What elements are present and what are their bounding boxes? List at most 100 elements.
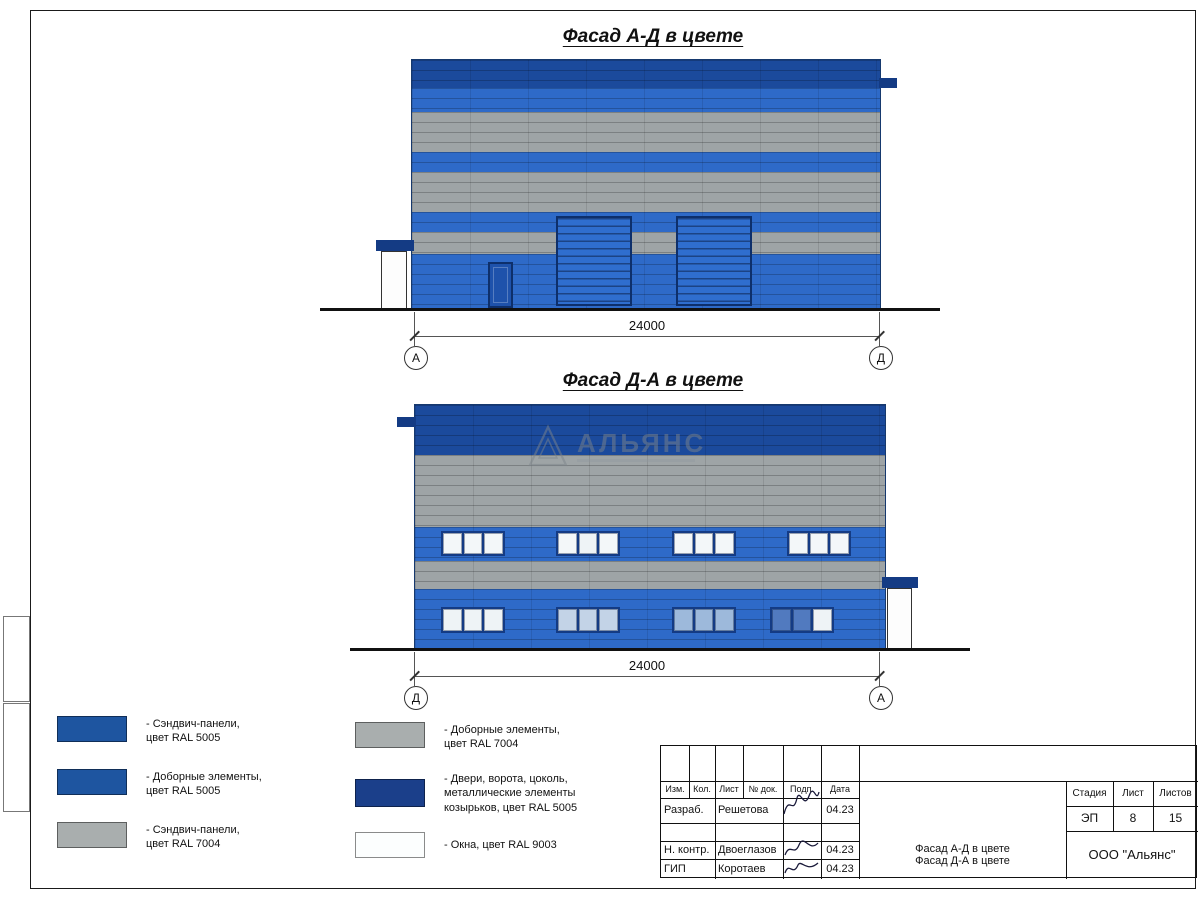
tb-col-ndok: № док. — [748, 783, 778, 794]
window-group — [441, 607, 505, 633]
axis-marker-d: Д — [404, 686, 428, 710]
title-block-line — [859, 746, 860, 879]
title-block-line — [661, 823, 859, 824]
tb-row-role: Разраб. — [664, 804, 704, 817]
window-pane — [558, 533, 577, 554]
tb-row-date: 04.23 — [826, 804, 854, 817]
axis-marker-a: А — [404, 346, 428, 370]
watermark-text: АЛЬЯНС — [577, 428, 707, 458]
extension-line — [879, 312, 880, 346]
window-pane — [674, 609, 693, 631]
window-pane — [715, 533, 735, 554]
dimension-line — [414, 336, 880, 337]
legend-swatch — [57, 822, 127, 848]
roof-element — [879, 78, 897, 88]
legend-label: - Сэндвич-панели, цвет RAL 7004 — [146, 824, 240, 851]
title-block-line — [743, 746, 744, 798]
panel-band — [412, 254, 880, 310]
axis-marker-d: Д — [869, 346, 893, 370]
frame-stamp — [3, 616, 30, 702]
tb-col-kol: Кол. — [693, 783, 711, 794]
axis-marker-a: А — [869, 686, 893, 710]
panel-band — [415, 561, 885, 589]
tb-col-izm: Изм. — [665, 783, 685, 794]
facade-da-title: Фасад Д-А в цвете — [562, 370, 744, 391]
watermark: АЛЬЯНС — [527, 424, 706, 468]
tb-row-role: ГИП — [664, 862, 686, 875]
tb-doc-title-line2: Фасад Д-А в цвете — [915, 855, 1010, 867]
canopy-slab — [882, 577, 918, 588]
title-block-line — [661, 781, 1198, 782]
window-pane — [484, 609, 504, 631]
tb-row-name: Решетова — [718, 804, 769, 817]
window-pane — [694, 533, 714, 554]
tb-stage-label: Стадия — [1072, 788, 1107, 799]
extension-line — [414, 652, 415, 686]
dimension-label: 24000 — [628, 658, 666, 673]
title-block-line — [661, 798, 859, 799]
legend-swatch — [355, 779, 425, 807]
window-pane — [694, 609, 714, 631]
legend-label: - Доборные элементы, цвет RAL 5005 — [146, 771, 262, 798]
window-group — [556, 607, 620, 633]
window-pane — [578, 609, 598, 631]
legend-label: - Сэндвич-панели, цвет RAL 5005 — [146, 718, 240, 745]
tb-stage-value: ЭП — [1080, 810, 1099, 825]
tb-row-date: 04.23 — [826, 862, 854, 875]
tb-row-name: Двоеглазов — [718, 843, 777, 856]
legend-swatch — [355, 832, 425, 858]
watermark-subtitle — [577, 459, 695, 462]
window-pane — [674, 533, 693, 554]
panel-band — [412, 112, 880, 152]
extension-line — [414, 312, 415, 346]
signature — [784, 862, 819, 874]
facade-da-drawing — [414, 404, 886, 651]
facade-ad-title: Фасад А-Д в цвете — [562, 26, 744, 47]
canopy-post — [381, 251, 407, 309]
window-pane — [484, 533, 504, 554]
title-block-line — [783, 746, 784, 879]
legend-swatch — [57, 769, 127, 795]
tb-sheet-label: Лист — [1122, 788, 1144, 799]
title-block-line — [661, 841, 859, 842]
ground-line — [350, 648, 970, 651]
panel-band — [412, 232, 880, 254]
window-group — [770, 607, 834, 633]
window-pane — [715, 609, 735, 631]
canopy-post — [887, 588, 912, 649]
tb-row-date: 04.23 — [826, 843, 854, 856]
panel-band — [412, 88, 880, 112]
panel-band — [412, 152, 880, 172]
tb-doc-title-line1: Фасад А-Д в цвете — [915, 842, 1010, 855]
signature — [783, 790, 820, 815]
window-pane — [772, 609, 791, 631]
facade-ad-drawing — [411, 59, 881, 311]
tb-company: ООО "Альянс" — [1088, 846, 1176, 862]
title-block-line — [689, 746, 690, 798]
window-pane — [599, 533, 619, 554]
window-group — [672, 531, 736, 556]
legend-label: - Двери, ворота, цоколь, металлические э… — [444, 773, 578, 814]
panel-band — [415, 405, 885, 455]
legend-label: - Доборные элементы, цвет RAL 7004 — [444, 724, 560, 751]
canopy-slab — [376, 240, 414, 251]
window-pane — [443, 533, 462, 554]
window-pane — [578, 533, 598, 554]
entry-door — [488, 262, 513, 308]
legend-label: - Окна, цвет RAL 9003 — [444, 839, 557, 851]
title-block-line — [1066, 831, 1198, 832]
tb-col-podp: Подп. — [790, 783, 814, 794]
tb-row-name: Коротаев — [718, 862, 766, 875]
tb-sheet-value: 8 — [1129, 810, 1137, 825]
window-pane — [463, 533, 483, 554]
window-group — [672, 607, 736, 633]
window-pane — [792, 609, 812, 631]
tb-doc-title: Фасад А-Д в цвете Фасад Д-А в цвете — [859, 834, 1066, 876]
dimension-label: 24000 — [628, 318, 666, 333]
window-pane — [599, 609, 619, 631]
window-pane — [830, 533, 850, 554]
title-block-line — [661, 859, 859, 860]
title-block-line — [821, 746, 822, 879]
extension-line — [879, 652, 880, 686]
signature — [784, 840, 819, 856]
